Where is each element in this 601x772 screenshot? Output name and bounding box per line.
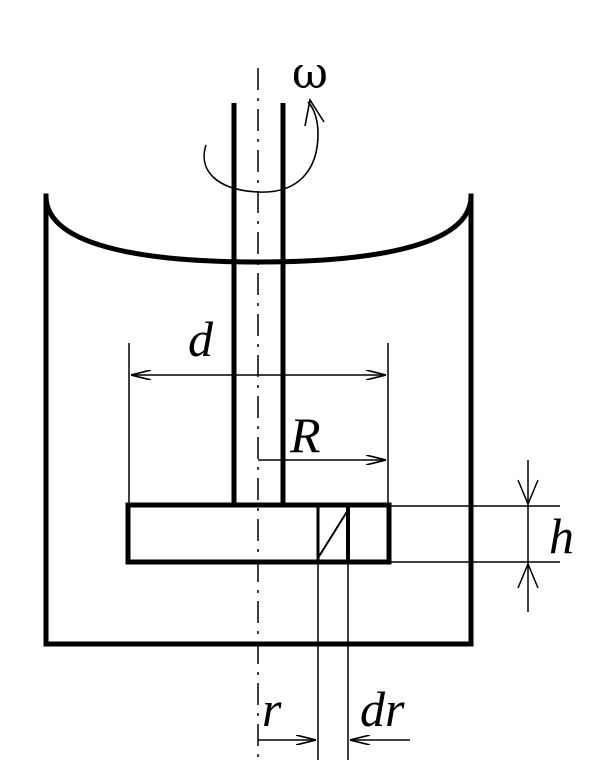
impeller-disc <box>125 502 392 565</box>
dimension-r-dr <box>258 562 410 760</box>
h-arrow-top <box>517 479 539 506</box>
rotation-arrowhead <box>304 97 325 127</box>
rotation-arc <box>203 101 319 193</box>
label-h: h <box>549 508 574 564</box>
elementary-ring <box>316 505 350 562</box>
label-omega: ω <box>292 48 328 99</box>
h-arrow-bottom <box>517 562 539 589</box>
ring-hatch <box>317 509 349 559</box>
label-r: r <box>262 681 282 737</box>
label-R: R <box>289 407 321 463</box>
dimension-d <box>128 343 389 505</box>
label-d: d <box>188 311 214 367</box>
shaft <box>231 103 286 505</box>
dimension-h <box>389 460 560 612</box>
label-dr: dr <box>360 681 405 737</box>
rotation-arrow <box>203 97 325 193</box>
